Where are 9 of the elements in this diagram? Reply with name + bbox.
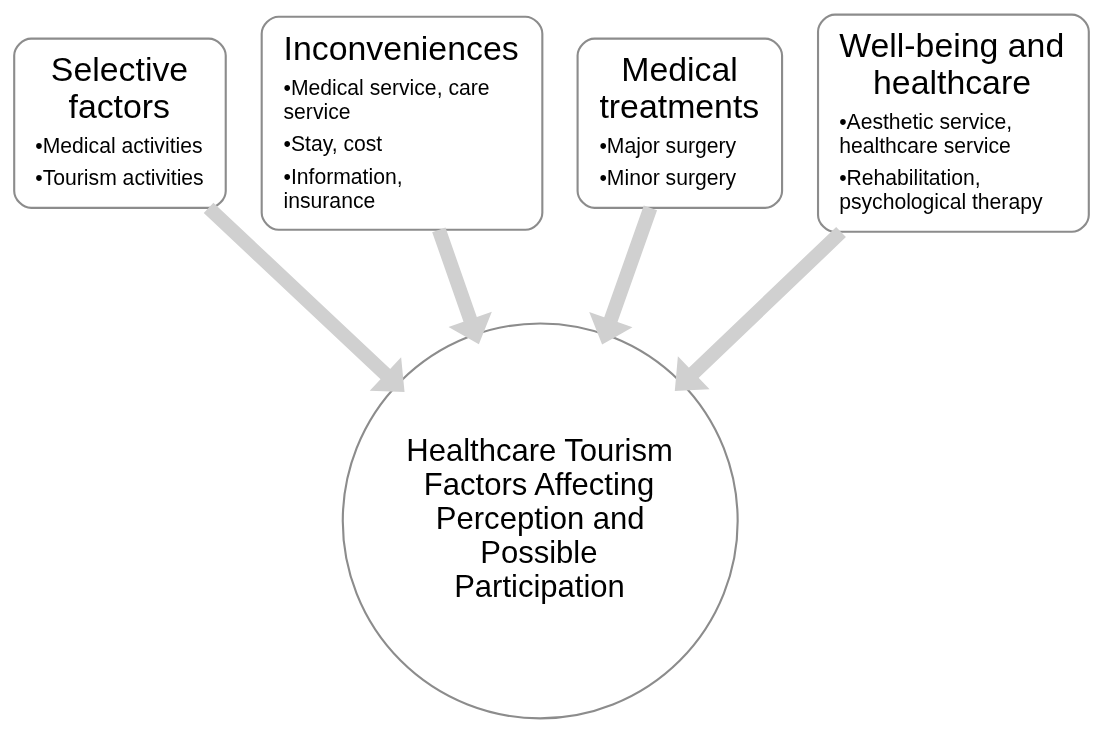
node-box: Medical treatments •Major surgery •Minor surgery [576, 37, 784, 209]
node-circle: Healthcare Tourism Factors Affecting Perception and Possible Participation [341, 322, 739, 720]
arrow [432, 227, 492, 345]
node-box: Inconveniences •Medical service, care service •Stay, cost •Information, insurance [260, 15, 544, 231]
arrow [203, 202, 405, 393]
node-box: Selective factors •Medical activities •Tourism activities [13, 37, 227, 209]
node-box: Well-being and healthcare •Aesthetic service, healthcare service •Rehabilitation, psychological therapy [816, 13, 1090, 233]
arrow [589, 205, 658, 345]
arrow [674, 226, 846, 391]
